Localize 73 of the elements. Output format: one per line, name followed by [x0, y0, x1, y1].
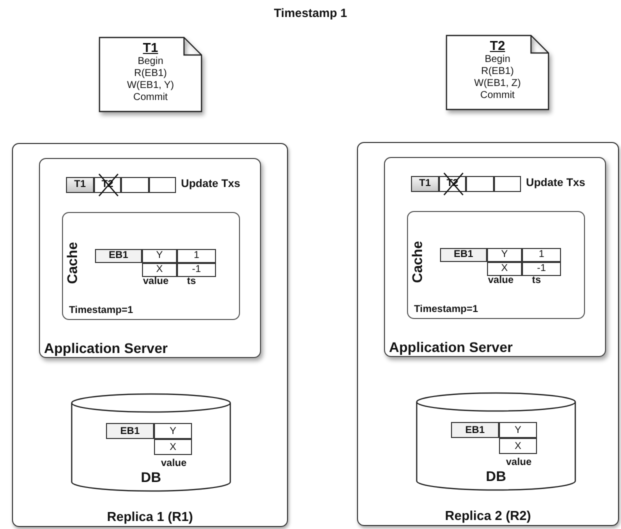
replica-box: [12, 143, 288, 527]
table-cell: [451, 422, 499, 438]
server-box: [39, 158, 261, 358]
document-body: Begin R(EB1) W(EB1, Y) Commit: [126, 56, 176, 104]
database-cylinder: [416, 393, 576, 490]
timestamp-label: Timestamp=1: [414, 304, 478, 315]
cell-text: Y: [500, 249, 509, 260]
cell-text: EB1: [119, 426, 141, 437]
table-cell: [487, 248, 522, 262]
table-cell: [142, 263, 177, 277]
cell-text: 1: [192, 250, 200, 261]
queue-slot: [149, 177, 176, 193]
cell-text: X: [500, 263, 509, 274]
table-cell: [154, 423, 192, 439]
table-cell: [440, 248, 487, 262]
timestamp-label: Timestamp=1: [69, 305, 134, 316]
diagram-title: Timestamp 1: [272, 6, 348, 20]
table-cell: [177, 263, 216, 277]
column-caption: value: [161, 458, 187, 469]
slot-label: T1: [418, 178, 432, 189]
queue-caption: Update Txs: [526, 177, 586, 189]
cell-text: X: [155, 264, 164, 275]
table-cell: [499, 422, 537, 438]
cell-text: EB1: [108, 250, 130, 261]
column-caption: ts: [187, 276, 196, 287]
queue-slot: [411, 176, 439, 192]
table-cell: [95, 249, 142, 263]
cell-text: EB1: [452, 249, 474, 260]
table-cell: [487, 262, 522, 276]
queue-slot: [466, 176, 494, 192]
cell-text: Y: [514, 425, 522, 436]
table-cell: [522, 248, 561, 262]
table-cell: [142, 249, 177, 263]
table-cell: [499, 438, 537, 454]
column-caption: value: [488, 275, 514, 286]
cell-text: EB1: [464, 425, 486, 436]
column-caption: value: [506, 457, 532, 468]
cache-box: [407, 211, 585, 319]
queue-caption: Update Txs: [181, 178, 240, 190]
document-body: Begin R(EB1) W(EB1, Z) Commit: [473, 54, 522, 102]
slot-label: T1: [73, 179, 87, 190]
cell-text: 1: [538, 249, 546, 260]
database-label: DB: [484, 468, 508, 484]
cell-text: X: [514, 441, 522, 452]
document-heading: T2: [488, 38, 506, 53]
queue-slot: [121, 177, 149, 193]
document-heading: T1: [142, 40, 160, 55]
server-label: Application Server: [44, 340, 168, 356]
queue-slot: [494, 176, 521, 192]
cache-label: Cache: [409, 240, 426, 284]
cell-text: X: [168, 442, 178, 453]
replica-label: Replica 1 (R1): [106, 509, 194, 524]
table-cell: [177, 249, 216, 263]
cell-text: Y: [168, 426, 178, 437]
server-label: Application Server: [389, 339, 513, 355]
table-cell: [154, 439, 192, 455]
server-box: [384, 157, 606, 357]
replica-label: Replica 2 (R2): [444, 508, 532, 523]
column-caption: value: [143, 276, 169, 287]
database-label: DB: [140, 469, 162, 485]
cell-text: Y: [155, 250, 164, 261]
cell-text: -1: [536, 263, 547, 274]
cache-box: [62, 212, 240, 320]
queue-slot: [66, 177, 94, 193]
table-cell: [522, 262, 561, 276]
cache-label: Cache: [64, 242, 80, 284]
replica-box: [357, 142, 619, 526]
document-shape: [446, 35, 549, 110]
table-cell: [106, 423, 154, 439]
database-cylinder: [71, 394, 231, 491]
cell-text: -1: [191, 264, 202, 275]
column-caption: ts: [532, 275, 541, 286]
document-shape: [99, 37, 202, 112]
